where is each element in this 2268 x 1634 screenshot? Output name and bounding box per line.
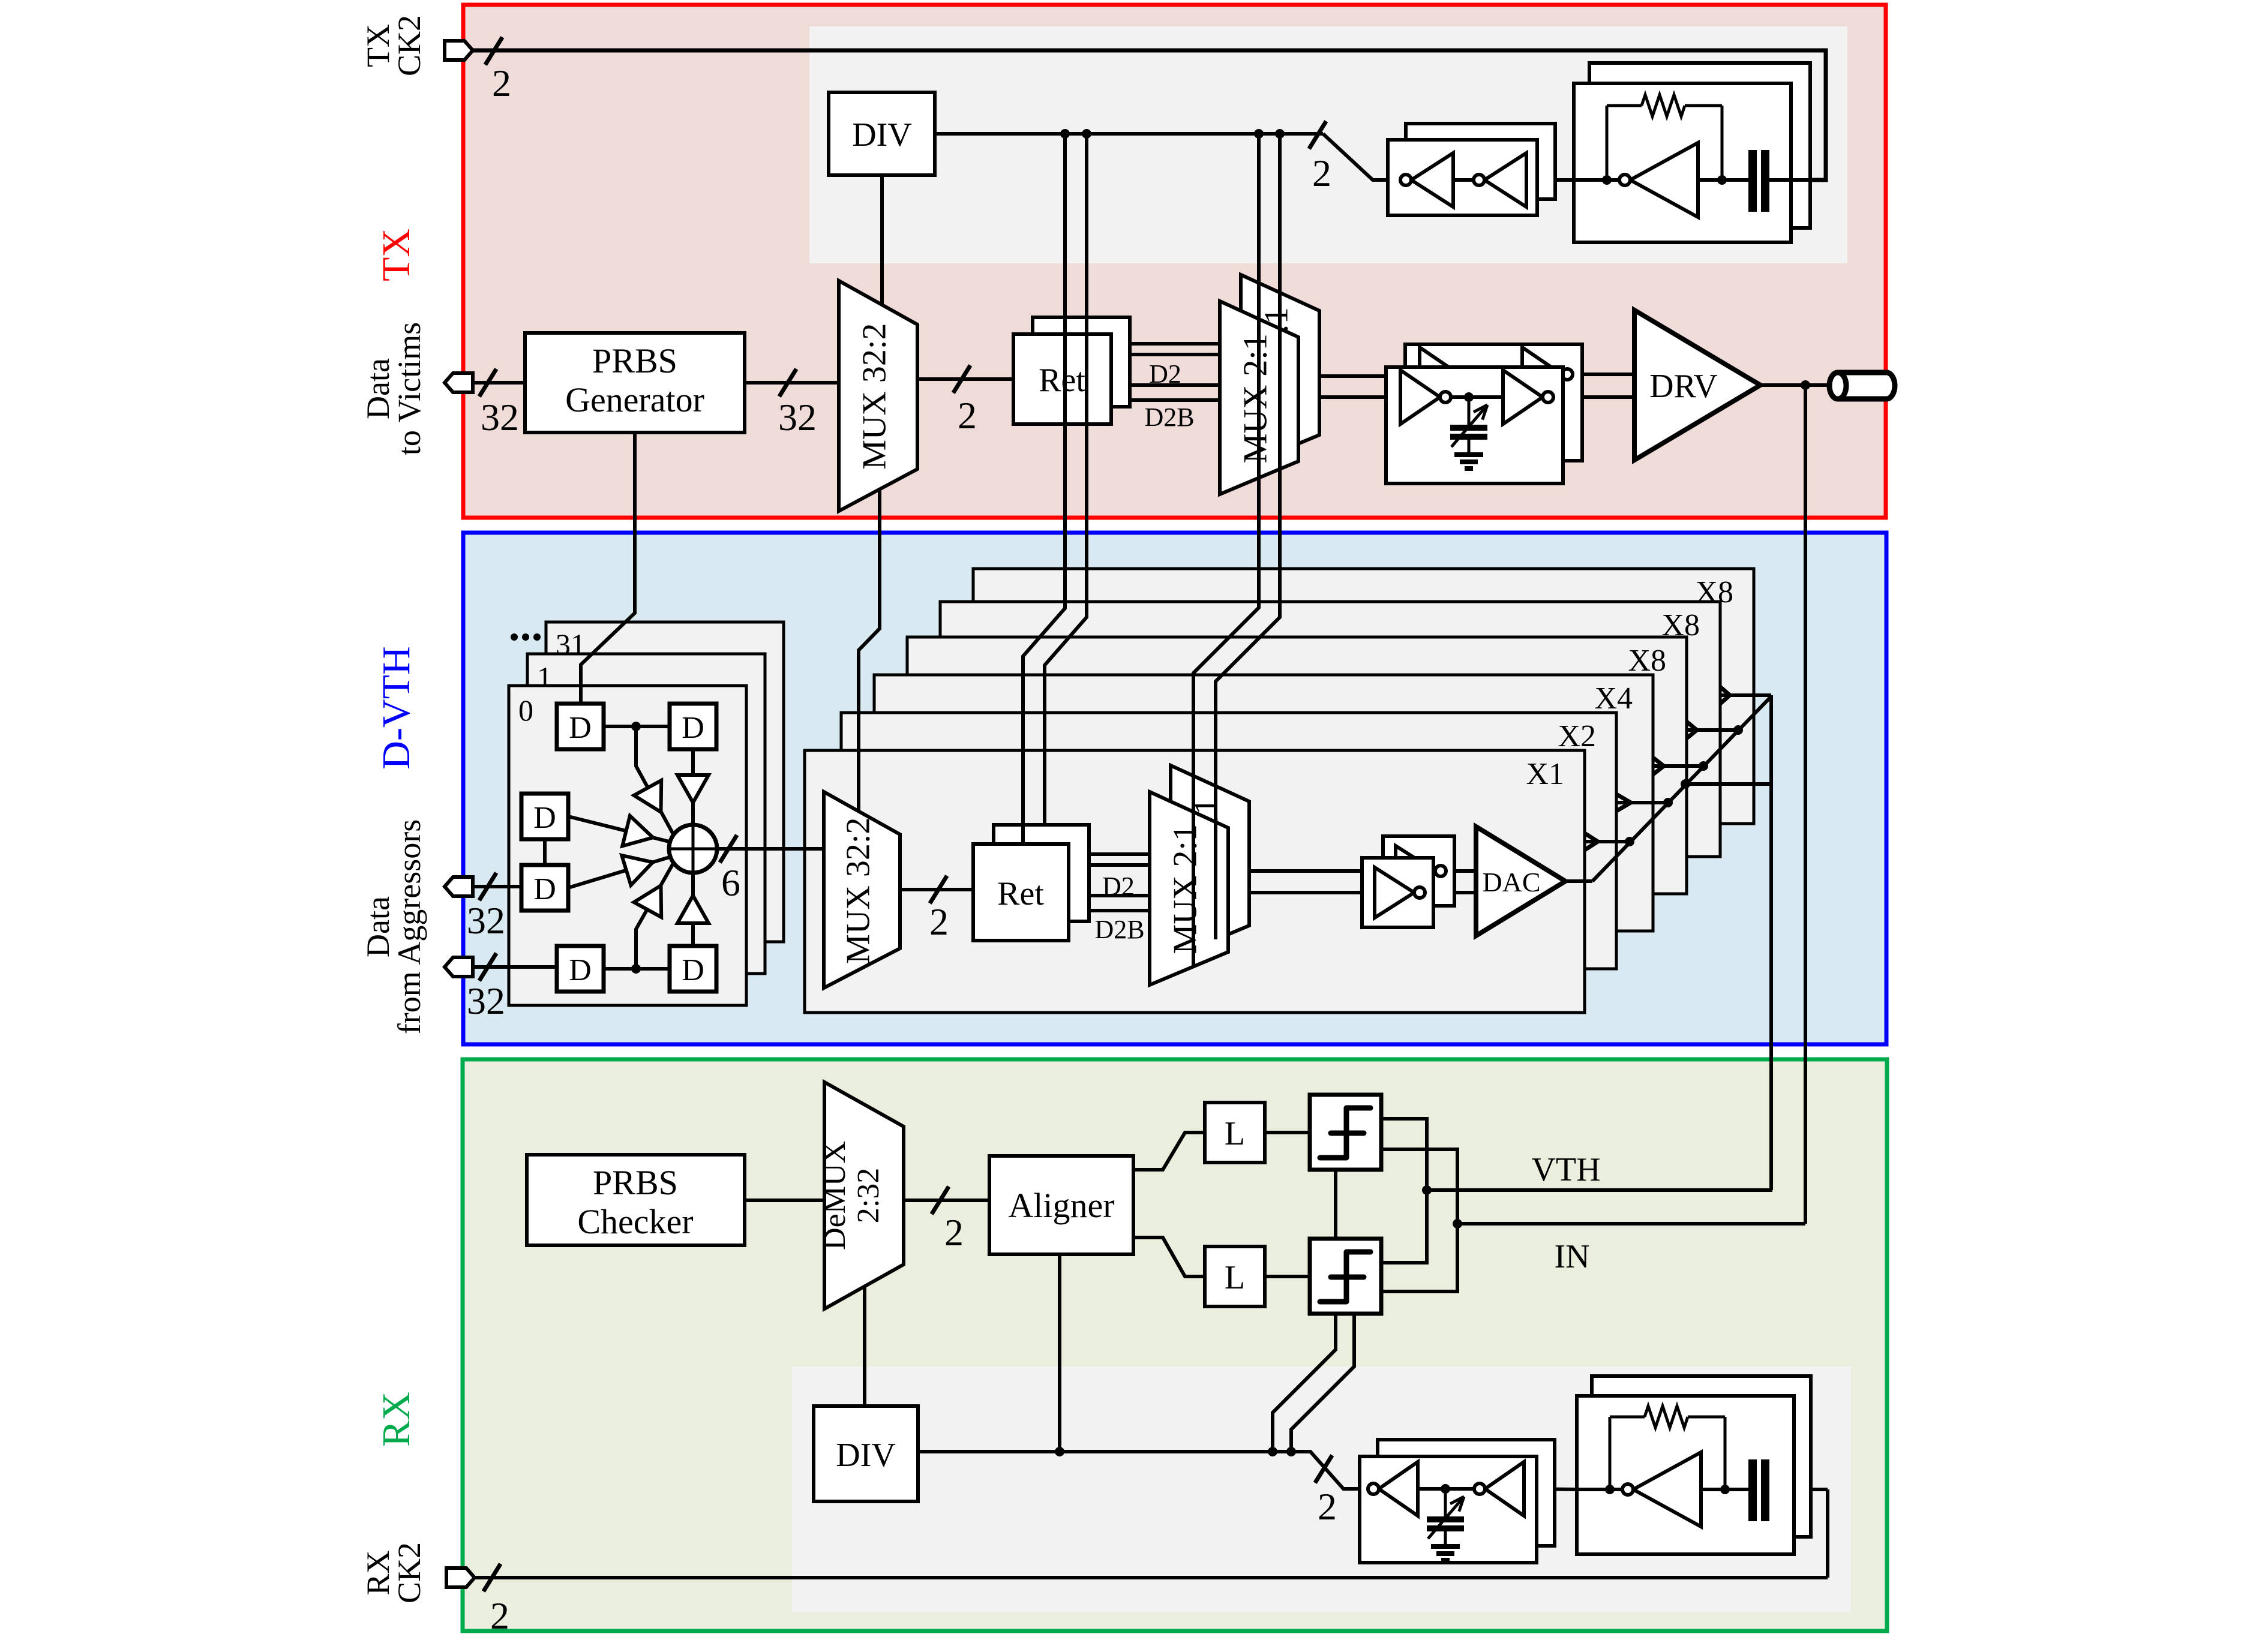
svg-text:Data: Data (360, 896, 396, 957)
svg-text:2: 2 (490, 1594, 509, 1634)
svg-text:D2: D2 (1149, 359, 1181, 389)
svg-text:D: D (682, 953, 704, 987)
svg-text:DAC: DAC (1482, 867, 1540, 897)
svg-text:X8: X8 (1628, 644, 1666, 678)
svg-text:2: 2 (1318, 1485, 1337, 1528)
svg-text:DIV: DIV (852, 116, 912, 154)
svg-text:2: 2 (1312, 152, 1331, 194)
svg-text:CK2: CK2 (391, 15, 427, 76)
svg-text:RX: RX (374, 1392, 418, 1447)
svg-text:D2B: D2B (1144, 403, 1194, 432)
svg-text:MUX 2:1: MUX 2:1 (1166, 824, 1204, 954)
svg-text:X1: X1 (1526, 757, 1564, 791)
svg-text:Checker: Checker (577, 1202, 693, 1241)
svg-text:TX: TX (360, 24, 396, 67)
svg-text:2: 2 (944, 1211, 964, 1254)
svg-text:32: 32 (467, 980, 505, 1022)
svg-text:CK2: CK2 (391, 1542, 427, 1603)
svg-text:32: 32 (778, 396, 817, 438)
svg-text:RX: RX (360, 1550, 396, 1595)
svg-text:D: D (533, 801, 556, 835)
svg-text:MUX 32:2: MUX 32:2 (856, 323, 893, 470)
svg-text:MUX 32:2: MUX 32:2 (839, 818, 877, 964)
svg-text:0: 0 (518, 693, 533, 727)
svg-text:D-VTH: D-VTH (374, 646, 418, 769)
svg-text:TX: TX (374, 229, 418, 281)
svg-text:D: D (569, 711, 592, 745)
svg-text:Generator: Generator (565, 380, 704, 419)
svg-text:Aligner: Aligner (1008, 1186, 1114, 1225)
svg-text:32: 32 (467, 899, 505, 942)
svg-text:2:32: 2:32 (851, 1168, 886, 1223)
svg-text:32: 32 (481, 396, 519, 438)
svg-text:Data: Data (360, 358, 396, 419)
svg-text:Ret: Ret (997, 875, 1044, 912)
svg-text:L: L (1225, 1259, 1245, 1296)
svg-text:Ret: Ret (1039, 362, 1085, 399)
svg-text:2: 2 (958, 394, 977, 437)
svg-text:D2B: D2B (1094, 915, 1144, 944)
svg-text:D: D (682, 711, 704, 745)
svg-text:from Aggressors: from Aggressors (391, 819, 427, 1034)
svg-text:D: D (533, 872, 556, 906)
svg-text:X2: X2 (1558, 719, 1596, 753)
svg-text:IN: IN (1554, 1238, 1589, 1275)
svg-text:MUX 2:1: MUX 2:1 (1237, 334, 1274, 463)
svg-text:to Victims: to Victims (391, 322, 427, 455)
svg-text:DRV: DRV (1649, 368, 1718, 405)
svg-text:DeMUX: DeMUX (818, 1141, 852, 1250)
svg-text:DIV: DIV (836, 1437, 896, 1474)
svg-text:2: 2 (492, 62, 511, 104)
svg-text:PRBS: PRBS (592, 341, 677, 380)
svg-text:VTH: VTH (1531, 1151, 1600, 1188)
svg-text:D: D (569, 953, 592, 987)
svg-text:6: 6 (721, 861, 740, 904)
svg-text:L: L (1225, 1115, 1245, 1152)
svg-text:X4: X4 (1594, 681, 1633, 716)
svg-text:D2: D2 (1102, 872, 1135, 901)
svg-text:2: 2 (929, 900, 949, 943)
svg-text:PRBS: PRBS (593, 1163, 678, 1202)
